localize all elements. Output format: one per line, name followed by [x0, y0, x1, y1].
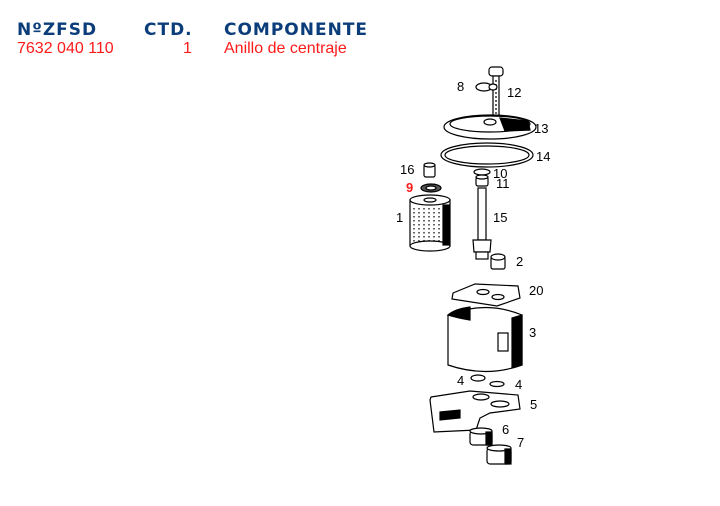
callout-3: 3 [529, 325, 537, 340]
callout-14: 14 [536, 149, 551, 164]
part-20-plate [451, 283, 521, 307]
header-component: COMPONENTE [224, 20, 369, 40]
part-7-spacer [486, 444, 512, 465]
part-9-centering-ring [420, 183, 442, 193]
callout-12: 12 [507, 85, 522, 100]
callout-1: 1 [396, 210, 404, 225]
part-5-bracket [429, 390, 521, 433]
row-part-number: 7632 040 110 [17, 40, 114, 57]
part-6-spacer [469, 427, 493, 446]
callout-6: 6 [502, 422, 510, 437]
callout-11: 11 [496, 176, 510, 191]
callout-5: 5 [530, 397, 538, 412]
callout-4-left: 4 [457, 373, 465, 388]
part-2-plug [490, 253, 506, 270]
part-11-nut [475, 174, 489, 187]
part-15-rod [472, 187, 492, 260]
callout-2: 2 [516, 254, 524, 269]
callout-15: 15 [493, 210, 508, 225]
part-4-washer-left [470, 374, 486, 382]
callout-8: 8 [457, 79, 465, 94]
part-13-cover [443, 114, 537, 140]
callout-13: 13 [534, 121, 549, 136]
callout-7: 7 [517, 435, 525, 450]
header-quantity: CTD. [144, 20, 193, 40]
part-3-housing [446, 306, 523, 373]
part-16-sleeve [423, 162, 436, 178]
callout-10: 10 [493, 166, 508, 181]
part-12-bolt [488, 66, 504, 121]
row-component: Anillo de centraje [224, 40, 347, 57]
callout-16: 16 [400, 162, 415, 177]
callout-4-right: 4 [515, 377, 523, 392]
row-quantity: 1 [183, 40, 192, 57]
part-10-washer [473, 168, 491, 176]
part-14-gasket [440, 142, 534, 168]
callout-20: 20 [529, 283, 544, 298]
header-part-number: NºZFSD [17, 20, 98, 40]
callout-9-highlighted: 9 [406, 180, 414, 195]
part-8-wingnut [475, 82, 498, 92]
part-4-washer-right [489, 380, 505, 388]
part-1-filter [409, 194, 451, 252]
